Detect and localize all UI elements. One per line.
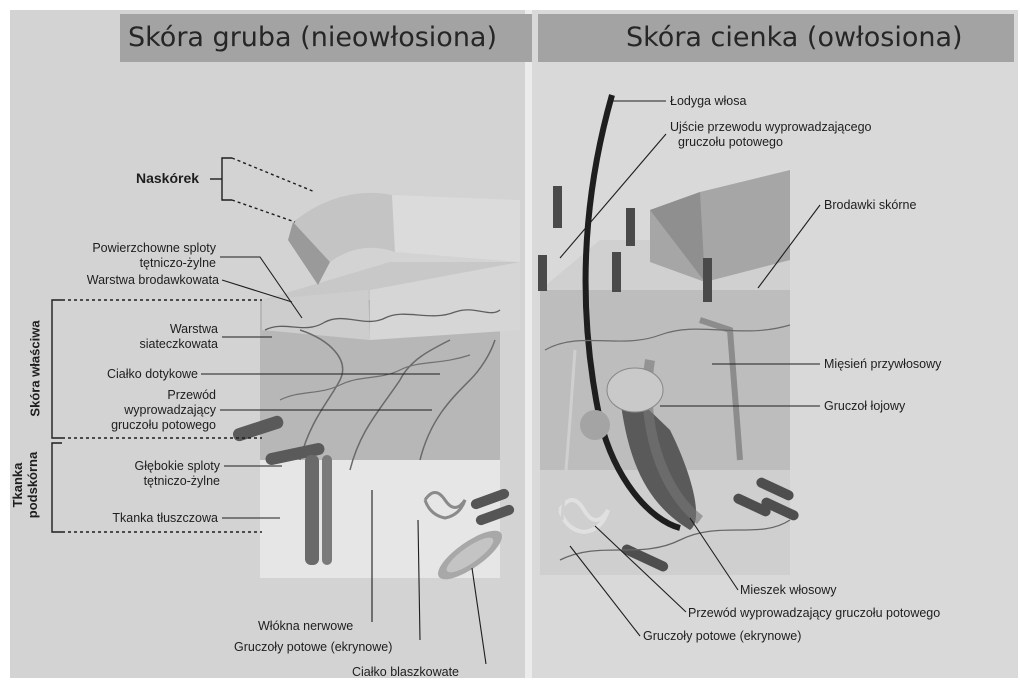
label-gruczol-lojowy: Gruczoł łojowy: [824, 399, 905, 414]
label-tkanka-tluszczowa: Tkanka tłuszczowa: [70, 511, 218, 526]
thick-skin-header: Skóra gruba (nieowłosiona): [120, 14, 532, 62]
label-gruczoly-potowe-right: Gruczoły potowe (ekrynowe): [643, 629, 801, 644]
label-mieszek-wlosowy: Mieszek włosowy: [740, 583, 837, 598]
label-gruczoly-potowe-left: Gruczoły potowe (ekrynowe): [234, 640, 392, 655]
label-cialko-blaszkowate: Ciałko blaszkowate: [352, 665, 459, 680]
label-naskorek: Naskórek: [136, 171, 199, 186]
label-skora-wlasciwa: Skóra właściwa: [28, 304, 43, 434]
label-glebokie-sploty: Głębokie sploty tętniczo-żylne: [80, 459, 220, 489]
label-warstwa-brodawkowata: Warstwa brodawkowata: [40, 273, 219, 288]
label-miesien-przywlosowy: Mięsień przywłosowy: [824, 357, 941, 372]
label-przewod-gruczolu-potowego: Przewód wyprowadzający gruczołu potowego: [688, 606, 940, 621]
label-wlokna-nerwowe: Włókna nerwowe: [258, 619, 353, 634]
label-lodyga-wlosa: Łodyga włosa: [670, 94, 746, 109]
label-brodawki-skorne: Brodawki skórne: [824, 198, 916, 213]
label-przewod-wyprowadzajacy: Przewód wyprowadzający gruczołu potowego: [60, 388, 216, 433]
label-cialko-dotykowe: Ciałko dotykowe: [60, 367, 198, 382]
label-ujscie-przewodu: Ujście przewodu wyprowadzającego gruczoł…: [670, 120, 872, 150]
label-powierzchowne-sploty: Powierzchowne sploty tętniczo-żylne: [40, 241, 216, 271]
label-tkanka-podskorna: Tkanka podskórna: [10, 445, 40, 525]
divider: [525, 10, 532, 678]
thin-skin-header: Skóra cienka (owłosiona): [538, 14, 1014, 62]
label-warstwa-siateczkowata: Warstwa siateczkowata: [100, 322, 218, 352]
